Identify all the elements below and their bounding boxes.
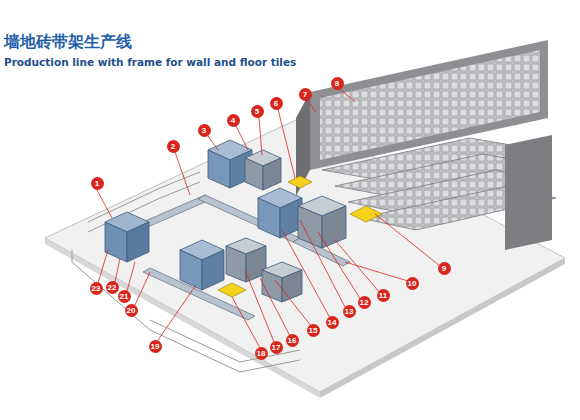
callout-number: 9 <box>438 262 451 275</box>
callout-number: 12 <box>358 296 371 309</box>
callout-number: 22 <box>106 281 119 294</box>
callout-number: 13 <box>343 305 356 318</box>
callout-number: 18 <box>255 347 268 360</box>
title: 墙地砖带架生产线 <box>4 32 132 53</box>
callout-number: 19 <box>149 340 162 353</box>
callout-number: 16 <box>286 334 299 347</box>
callout-number: 7 <box>299 88 312 101</box>
callout-number: 3 <box>198 124 211 137</box>
callout-number: 23 <box>90 282 103 295</box>
callout-number: 8 <box>331 77 344 90</box>
callout-number: 6 <box>270 97 283 110</box>
callout-number: 5 <box>251 105 264 118</box>
subtitle: Production line with frame for wall and … <box>4 56 296 68</box>
callout-number: 21 <box>118 290 131 303</box>
callout-number: 15 <box>307 324 320 337</box>
callout-number: 20 <box>125 304 138 317</box>
callout-number: 11 <box>377 289 390 302</box>
callout-number: 10 <box>406 277 419 290</box>
callout-number: 1 <box>91 177 104 190</box>
callout-number: 2 <box>167 140 180 153</box>
callout-number: 17 <box>270 341 283 354</box>
callout-number: 14 <box>326 316 339 329</box>
callout-number: 4 <box>227 114 240 127</box>
